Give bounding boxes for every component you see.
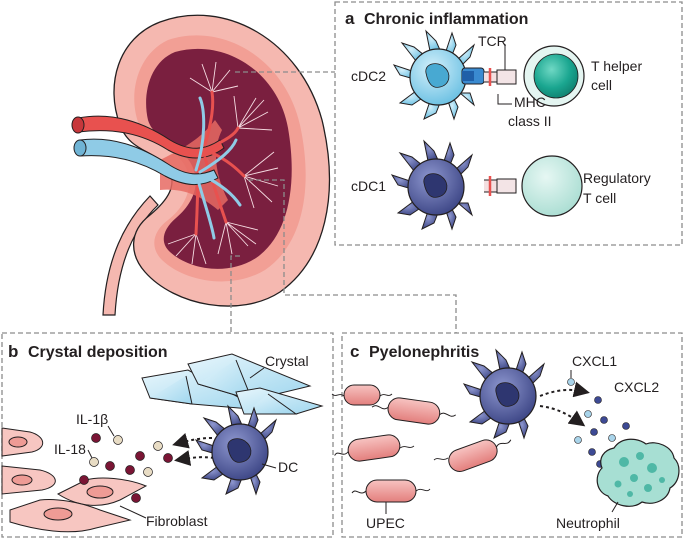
chemokine-arrow-upper (539, 381, 590, 398)
label-t-helper-line1: T helper (591, 58, 642, 74)
bacterium (351, 479, 417, 503)
il18-label-line (87, 449, 93, 459)
kidney-illustration (71, 14, 331, 316)
chemokine-arrow-lower (539, 405, 586, 427)
dc-label-line (261, 463, 277, 469)
chemokines-c (567, 378, 630, 468)
panel-b-letter: b (8, 342, 18, 361)
renal-artery-opening (71, 116, 85, 134)
label-cdc1: cDC1 (351, 178, 386, 194)
bacteria-upec (334, 384, 512, 503)
neutrophil (596, 438, 680, 507)
panel-c-letter: c (350, 342, 359, 361)
bacterium (371, 397, 457, 425)
panel-c: c Pyelonephritis (331, 332, 683, 538)
neutrophil-label-line (611, 501, 619, 513)
label-cxcl1: CXCL1 (572, 353, 617, 369)
label-upec: UPEC (366, 515, 405, 531)
fibroblast-cell (9, 499, 132, 533)
panel-c-border (341, 332, 683, 538)
crystal-label-line (249, 367, 265, 379)
label-fibroblast: Fibroblast (146, 513, 208, 529)
bacterium (334, 434, 401, 462)
renal-artery (77, 115, 225, 159)
panel-b: b Crystal deposition Crystal (1, 332, 334, 538)
label-il1b: IL-1β (76, 411, 108, 427)
t-helper-cell (523, 45, 585, 107)
label-il18: IL-18 (54, 441, 86, 457)
renal-vein-opening (73, 139, 87, 157)
mhc-tcr-synapse-bottom (484, 176, 517, 196)
il1b-label-line (107, 425, 115, 437)
label-neutrophil: Neutrophil (556, 515, 620, 531)
renal-pyramid-rays (167, 61, 279, 265)
label-dc: DC (278, 459, 298, 475)
label-cdc2: cDC2 (351, 68, 386, 84)
label-tcr: TCR (478, 33, 507, 49)
dendritic-cell-b (194, 404, 278, 496)
panel-a-title: Chronic inflammation (364, 11, 528, 28)
cytokines-b (79, 433, 173, 503)
label-cxcl2: CXCL2 (614, 379, 659, 395)
panel-a-border (334, 1, 683, 246)
cdc2-cell (392, 29, 476, 121)
dendritic-cell-c (462, 348, 546, 440)
crystals (141, 353, 324, 415)
cdc1-cell (390, 139, 474, 231)
label-mhc-line1: MHC (514, 94, 546, 110)
label-treg-line1: Regulatory (583, 170, 651, 186)
fibroblast-label-line (119, 505, 147, 519)
bacterium (343, 384, 381, 406)
label-crystal: Crystal (265, 353, 309, 369)
label-t-helper-line2: cell (591, 77, 612, 93)
panel-a-letter: a (345, 9, 355, 28)
fibroblast-cell (1, 465, 56, 495)
cytokine-release-arrow-upper (172, 433, 213, 449)
fibroblasts (1, 427, 148, 533)
label-treg-line2: T cell (583, 190, 616, 206)
panel-b-title: Crystal deposition (28, 344, 168, 361)
label-mhc-line2: class II (508, 113, 552, 129)
fibroblast-cell (1, 427, 44, 457)
renal-vein (79, 138, 219, 185)
vein-branches (194, 96, 242, 240)
connector-to-panel-b (230, 255, 240, 333)
mhc-tcr-synapse-top (461, 44, 517, 105)
renal-pelvis (160, 120, 228, 210)
panel-a: a Chronic inflammation (334, 1, 683, 246)
bacteria-flagella (331, 393, 449, 492)
cytokine-release-arrow-lower (174, 450, 215, 466)
bacterium (448, 439, 512, 472)
connector-to-panel-c (248, 179, 457, 333)
regulatory-t-cell (521, 155, 583, 217)
panel-c-title: Pyelonephritis (369, 344, 479, 361)
